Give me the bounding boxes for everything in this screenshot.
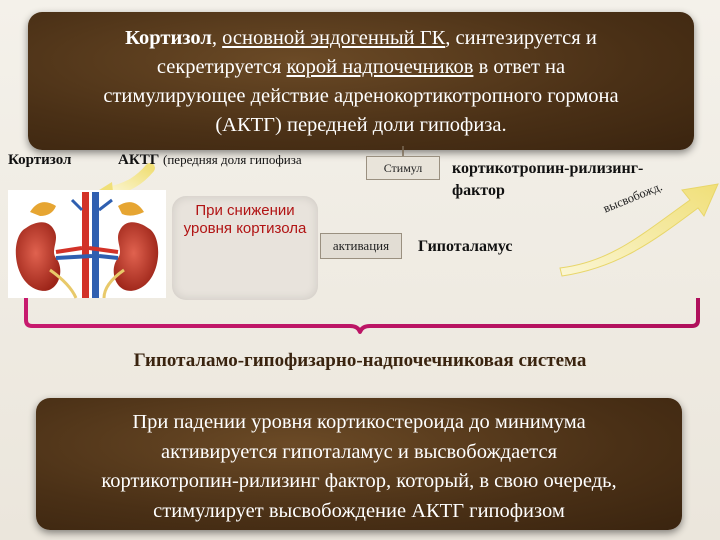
low-cortisol-text: При снижении уровня кортизола xyxy=(183,202,307,237)
kidneys-illustration-icon xyxy=(8,190,166,299)
summary-text-box: При падении уровня кортикостероида до ми… xyxy=(36,398,682,530)
summary-line-1: При падении уровня кортикостероида до ми… xyxy=(132,411,586,433)
activation-box: активация xyxy=(320,233,402,259)
low-cortisol-box xyxy=(172,196,318,300)
acth-sublabel: (передняя доля гипофиза xyxy=(163,152,302,167)
stimulus-box: Стимул xyxy=(366,156,440,180)
summary-line-4: стимулирует высвобождение АКТГ гипофизом xyxy=(153,499,565,522)
system-title: Гипоталамо-гипофизарно-надпочечниковая с… xyxy=(133,350,587,371)
summary-line-3: кортикотропин-рилизинг фактор, который, … xyxy=(101,470,617,492)
crh-label: кортикотропин-рилизинг-фактор xyxy=(452,160,644,199)
cortisol-label: Кортизол xyxy=(8,152,72,168)
release-arrow-icon xyxy=(559,183,719,277)
intro-line-2: секретируется корой надпочечников в отве… xyxy=(156,56,566,78)
intro-line-3: стимулирующее действие адренокортикотроп… xyxy=(103,85,619,107)
intro-text-box: Кортизол, основной эндогенный ГК, синтез… xyxy=(28,12,694,150)
intro-line-4: (АКТГ) передней доли гипофиза. xyxy=(215,114,507,136)
system-brace-icon xyxy=(24,298,700,334)
acth-label: АКТГ (передняя доля гипофиза xyxy=(118,152,302,168)
hypothalamus-label: Гипоталамус xyxy=(418,238,513,255)
intro-line-1: Кортизол, основной эндогенный ГК, синтез… xyxy=(125,27,597,49)
summary-line-2: активируется гипоталамус и высвобождаетс… xyxy=(160,440,558,463)
